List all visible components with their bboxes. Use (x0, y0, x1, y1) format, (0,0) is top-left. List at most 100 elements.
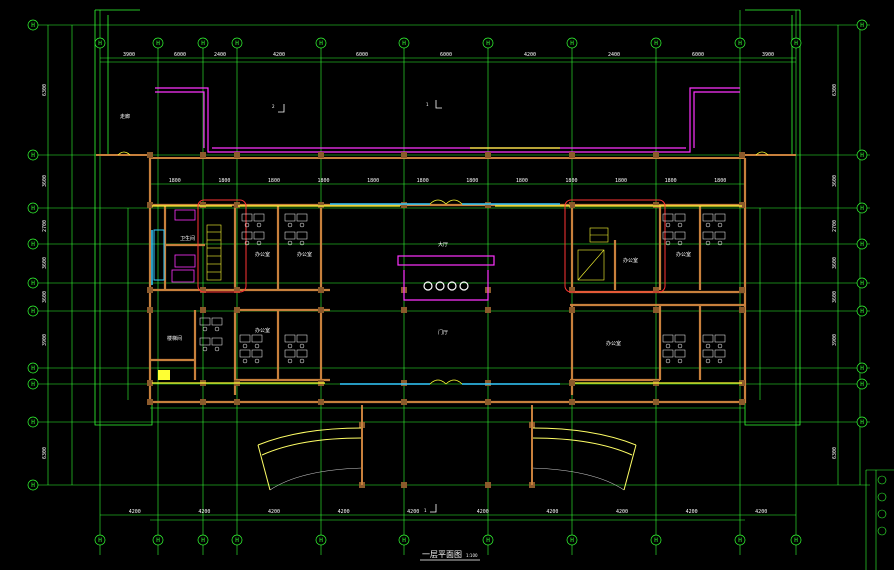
dim-left-4: 3600 (42, 291, 48, 303)
svg-text:H: H (860, 152, 864, 159)
upper-wing-walls (155, 87, 740, 153)
dim-top-inner-10: 1800 (665, 178, 677, 184)
desk (702, 349, 726, 364)
grid-bubble-right-2: H (856, 202, 868, 214)
grid-bubble-right-7: H (856, 378, 868, 390)
svg-text:H: H (570, 40, 574, 47)
column (147, 399, 153, 405)
grid-bubble-top-0: H (94, 37, 106, 49)
room-label-lobby: 大厅 (438, 241, 448, 248)
column (739, 307, 745, 313)
toilet-fixtures (171, 209, 196, 283)
dim-bottom-7: 4200 (616, 509, 628, 515)
column (653, 152, 659, 158)
grid-bubble-left-9: H (27, 479, 39, 491)
dimension-chains (47, 25, 861, 521)
dim-top-9: 3900 (762, 52, 774, 58)
grid-bubble-bottom-9: H (734, 534, 746, 546)
column (739, 287, 745, 293)
dim-left-1: 3600 (42, 175, 48, 187)
dim-left-6: 6300 (42, 447, 48, 459)
svg-text:H: H (860, 205, 864, 212)
svg-text:H: H (31, 365, 35, 372)
column (401, 399, 407, 405)
column (485, 482, 491, 488)
grid-bubble-right-4: H (856, 277, 868, 289)
dim-bottom-8: 4200 (686, 509, 698, 515)
svg-text:H: H (738, 40, 742, 47)
drawing-scale: 1:100 (466, 553, 478, 558)
stair-left (206, 224, 222, 281)
dim-top-inner-0: 1800 (169, 178, 181, 184)
room-label-office-left-3: 办公室 (255, 327, 270, 334)
svg-text:H: H (31, 308, 35, 315)
dim-bottom-0: 4200 (129, 509, 141, 515)
room-label-toilet: 卫生间 (180, 235, 195, 242)
dim-top-7: 2400 (608, 52, 620, 58)
dim-top-inner-6: 1800 (466, 178, 478, 184)
dim-top-5: 6000 (440, 52, 452, 58)
desk (662, 231, 686, 246)
grid-bubble-left-2: H (27, 202, 39, 214)
column (739, 399, 745, 405)
svg-text:H: H (860, 381, 864, 388)
room-label-hall: 门厅 (438, 329, 448, 336)
room-label-office-right-3: 办公室 (606, 340, 621, 347)
grid-bubble-top-4: H (315, 37, 327, 49)
room-label-corridor: 走廊 (120, 113, 130, 120)
grid-bubble-left-1: H (27, 149, 39, 161)
room-label-office-left-2: 办公室 (297, 251, 312, 258)
grid-bubble-left-7: H (27, 378, 39, 390)
grid-bubble-top-3: H (231, 37, 243, 49)
dim-right-3: 3600 (832, 257, 838, 269)
dim-right-2: 2700 (832, 220, 838, 232)
main-walls (148, 158, 747, 404)
svg-text:H: H (156, 40, 160, 47)
grid-bubble-left-8: H (27, 416, 39, 428)
svg-text:H: H (98, 537, 102, 544)
svg-text:H: H (31, 381, 35, 388)
column (739, 152, 745, 158)
svg-text:H: H (486, 537, 490, 544)
dim-bottom-9: 4200 (755, 509, 767, 515)
grid-bubble-bottom-2: H (197, 534, 209, 546)
column (200, 287, 206, 293)
dim-top-4: 6000 (356, 52, 368, 58)
grid-bubble-bottom-4: H (315, 534, 327, 546)
section-mark-1-bottom: 1 (424, 508, 427, 513)
desk (284, 349, 308, 364)
outer-walls (94, 9, 801, 426)
grid-bubble-bottom-6: H (482, 534, 494, 546)
desk (662, 349, 686, 364)
column (569, 152, 575, 158)
grid-bubble-bottom-1: H (152, 534, 164, 546)
column (318, 202, 324, 208)
column (653, 307, 659, 313)
dim-top-inner-5: 1800 (417, 178, 429, 184)
svg-text:H: H (31, 22, 35, 29)
column (401, 202, 407, 208)
desk (702, 231, 726, 246)
svg-text:H: H (235, 40, 239, 47)
svg-text:H: H (98, 40, 102, 47)
grid-bubble-left-3: H (27, 238, 39, 250)
desk (284, 334, 308, 349)
svg-text:H: H (319, 537, 323, 544)
column (234, 307, 240, 313)
room-label-office-left-1: 办公室 (255, 251, 270, 258)
svg-text:H: H (860, 22, 864, 29)
door-symbols (117, 151, 769, 385)
glass-curtain (151, 203, 560, 385)
column (147, 380, 153, 386)
column (200, 152, 206, 158)
grid-bubble-top-2: H (197, 37, 209, 49)
grid-bubble-top-5: H (398, 37, 410, 49)
column (200, 202, 206, 208)
dim-top-inner-3: 1800 (318, 178, 330, 184)
dim-top-inner-2: 1800 (268, 178, 280, 184)
column (318, 307, 324, 313)
svg-text:H: H (570, 537, 574, 544)
column (401, 380, 407, 386)
desk (199, 337, 223, 352)
